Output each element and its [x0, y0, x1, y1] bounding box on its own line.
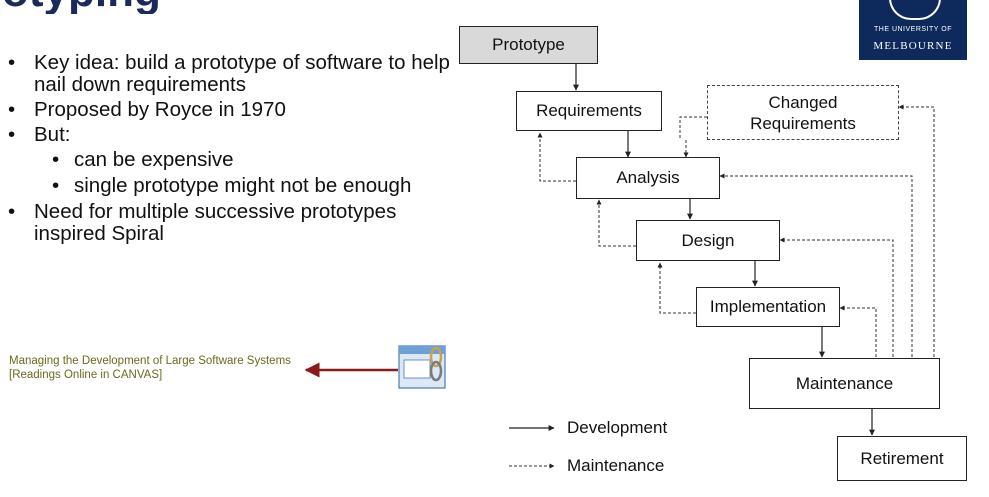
- feedback-design-analysis: [596, 199, 636, 247]
- legend-development-label: Development: [567, 418, 668, 437]
- crest-icon: [889, 0, 941, 20]
- maint-to-design: [779, 237, 894, 357]
- logo-line-1: THE UNIVERSITY OF: [874, 26, 952, 33]
- bullet-item: But:: [8, 124, 468, 147]
- slide-title: otyping: [0, 0, 260, 14]
- changed-requirements-box: Changed Requirements: [707, 85, 899, 140]
- requirements-box: Requirements: [516, 91, 662, 131]
- bullet-item: Need for multiple successive prototypes …: [8, 201, 468, 245]
- logo-line-2: MELBOURNE: [873, 40, 953, 52]
- prototype-box: Prototype: [459, 26, 598, 64]
- bullet-list: Key idea: build a prototype of software …: [8, 52, 468, 248]
- reference-link[interactable]: Managing the Development of Large Softwa…: [9, 355, 291, 381]
- maintenance-box: Maintenance: [749, 358, 940, 409]
- retirement-box: Retirement: [837, 436, 967, 481]
- maint-to-implementation: [839, 305, 877, 357]
- sub-bullet-item: can be expensive: [8, 149, 468, 172]
- implementation-box: Implementation: [696, 287, 840, 327]
- feedback-implementation-design: [657, 262, 696, 314]
- legend-maintenance-label: Maintenance: [567, 456, 665, 475]
- flow-changed-requirements-link: [679, 116, 707, 140]
- sub-bullet-item: single prototype might not be enough: [8, 175, 468, 198]
- maint-to-analysis: [719, 173, 913, 357]
- bullet-item: Key idea: build a prototype of software …: [8, 52, 468, 96]
- linked-document-icon: [398, 345, 446, 389]
- design-box: Design: [636, 220, 780, 261]
- analysis-box: Analysis: [576, 157, 720, 199]
- university-logo: THE UNIVERSITY OF MELBOURNE: [859, 0, 967, 60]
- bullet-item: Proposed by Royce in 1970: [8, 99, 468, 122]
- maint-to-changed: [898, 104, 935, 357]
- feedback-analysis-requirements: [537, 132, 576, 182]
